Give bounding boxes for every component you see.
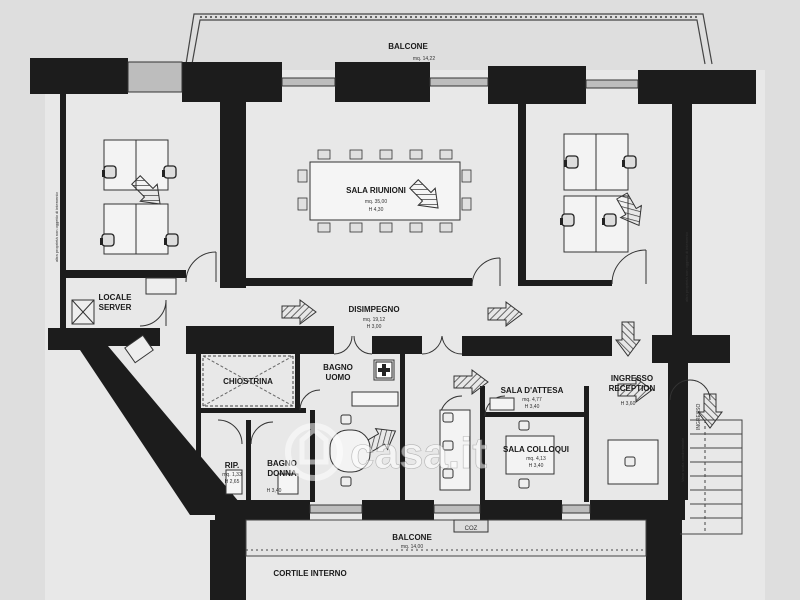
label-bagno-uomo-1: BAGNO	[323, 363, 353, 372]
area-balcone-top: mq. 14,22	[413, 56, 435, 62]
windows	[127, 61, 639, 514]
balcony-bottom	[245, 519, 647, 557]
waiting-furniture	[329, 397, 659, 491]
doors	[139, 249, 647, 445]
area-rip: mq. 1,33	[222, 472, 242, 478]
area-sala-riunioni: mq. 35,00	[365, 199, 387, 205]
note-right-wall: altra proprietà non oggetto di intervent…	[684, 231, 689, 302]
height-sala-riunioni: H 4,30	[369, 207, 384, 213]
label-ingresso-2: RECEPTION	[609, 384, 656, 393]
label-ingresso-1: INGRESSO	[611, 374, 653, 383]
casa-it-watermark: casa.it	[285, 423, 488, 481]
chiostrina-hatch	[202, 355, 294, 407]
label-ingresso-vertical: INGRESSO	[696, 403, 702, 430]
label-bagno-donna-2: DONNA	[267, 469, 297, 478]
label-coz: COZ	[465, 526, 478, 532]
first-aid-icon	[375, 361, 393, 379]
label-sala-colloqui: SALA COLLOQUI	[503, 445, 569, 454]
label-bagno-donna-1: BAGNO	[267, 459, 297, 468]
area-sala-attesa: mq. 4,77	[522, 397, 542, 403]
office-right-desks	[563, 133, 629, 253]
area-ingresso: H 3,60	[621, 401, 636, 407]
label-cortile: CORTILE INTERNO	[273, 569, 346, 578]
interior-walls	[60, 90, 612, 502]
note-left-wall: altra proprietà non oggetto di intervent…	[54, 191, 59, 262]
label-locale: LOCALE	[99, 293, 133, 302]
height-sala-attesa: H 3,40	[525, 404, 540, 410]
room-labels: BALCONE mq. 14,22 SALA RIUNIONI mq. 35,0…	[54, 42, 702, 578]
label-bagno-uomo-2: UOMO	[326, 373, 351, 382]
height-sala-colloqui: H 3,40	[529, 463, 544, 469]
label-rip: RIP.	[225, 461, 240, 470]
label-sala-riunioni: SALA RIUNIONI	[346, 186, 406, 195]
note-stair: Vano scala condominiale	[680, 437, 685, 482]
balcony-top-railing	[185, 13, 713, 65]
height-disimpegno: H 3,00	[367, 324, 382, 330]
area-disimpegno: mq. 19,12	[363, 317, 385, 323]
server-room-fixtures	[71, 277, 177, 364]
label-disimpegno: DISIMPEGNO	[348, 305, 399, 314]
label-balcone-bottom: BALCONE	[392, 533, 432, 542]
area-sala-colloqui: mq. 4,13	[526, 456, 546, 462]
label-balcone-top: BALCONE	[388, 42, 428, 51]
label-server: SERVER	[99, 303, 132, 312]
stair	[680, 419, 743, 535]
watermark-text: casa.it	[350, 429, 487, 478]
height-rip: H 2,65	[225, 479, 240, 485]
casa-logo-icon	[285, 423, 343, 481]
house-icon	[299, 426, 329, 465]
area-balcone-bottom: mq. 14,00	[401, 544, 423, 550]
label-chiostrina: CHIOSTRINA	[223, 377, 273, 386]
entrance-door	[669, 379, 711, 401]
height-bagno-donna: H 3,40	[267, 488, 282, 494]
label-sala-attesa: SALA D'ATTESA	[501, 386, 564, 395]
